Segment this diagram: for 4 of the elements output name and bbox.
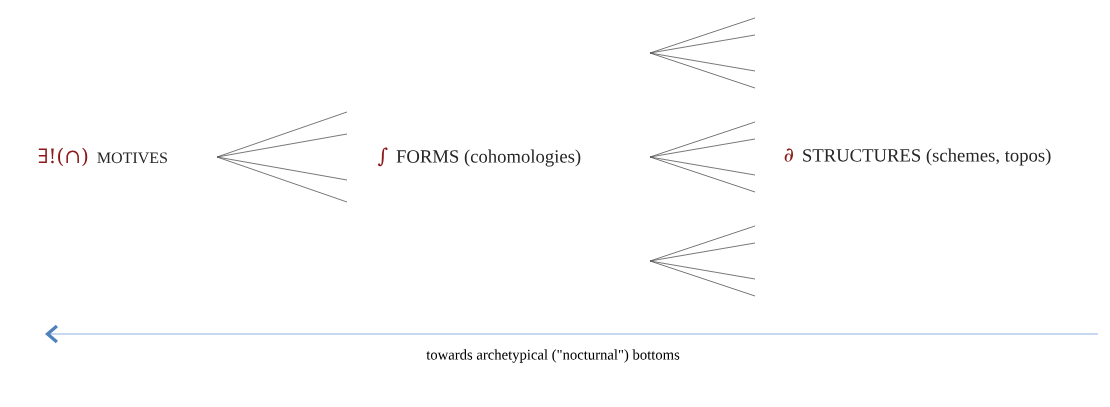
concept-label: ∂ STRUCTURES (schemes, topos): [784, 148, 1051, 166]
concept-label: ∫ FORMS (cohomologies): [378, 147, 581, 167]
concept-label: ∃!(∩) MOTIVES: [38, 147, 167, 167]
arrow-caption: towards archetypical ("nocturnal") bottoms: [426, 349, 680, 363]
